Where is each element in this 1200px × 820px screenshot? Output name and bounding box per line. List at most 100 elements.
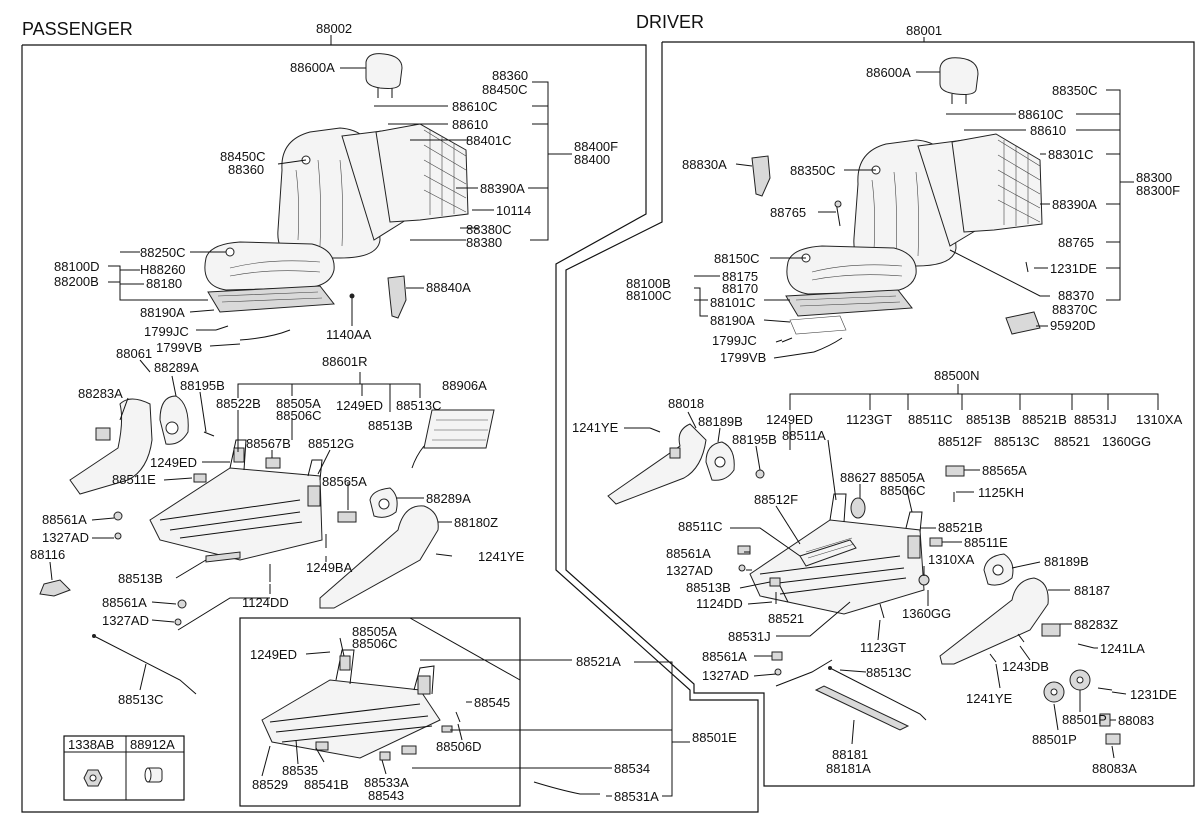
label-d-88521: 88521 (1054, 434, 1090, 449)
label-d-88505A: 88505A (880, 470, 925, 485)
passenger-assembly-number: 88002 (316, 21, 352, 36)
label-d-88600A: 88600A (866, 65, 911, 80)
label-d-88511A: 88511A (782, 428, 826, 443)
label-d-88170: 88170 (722, 281, 758, 296)
label-d-88513C-bottom: 88513C (866, 665, 912, 680)
label-d-88513B-mid: 88513B (686, 580, 731, 595)
label-d-1360GG: 1360GG (1102, 434, 1151, 449)
driver-cap-88083A (1105, 733, 1121, 745)
label-sub-88534: 88534 (614, 761, 650, 776)
label-88200B: 88200B (54, 274, 99, 289)
label-88180: 88180 (146, 276, 182, 291)
label-88561A: 88561A (42, 512, 87, 527)
label-d-88150C: 88150C (714, 251, 760, 266)
label-d-88506C: 88506C (880, 483, 926, 498)
label-d-88531J: 88531J (1074, 412, 1117, 427)
label-1241YE: 1241YE (478, 549, 525, 564)
label-1327AD: 1327AD (42, 530, 89, 545)
label-d-1360GG-mid: 1360GG (902, 606, 951, 621)
label-d-1310XA: 1310XA (1136, 412, 1183, 427)
label-88601R: 88601R (322, 354, 368, 369)
label-d-1327AD: 1327AD (666, 563, 713, 578)
label-d-1249ED: 1249ED (766, 412, 813, 427)
label-88513C: 88513C (118, 692, 164, 707)
label-88289A-right: 88289A (426, 491, 471, 506)
cap-clip-icon (144, 767, 163, 783)
label-d-88390A: 88390A (1052, 197, 1097, 212)
driver-clip-88283Z (1041, 623, 1061, 637)
label-88116: 88116 (30, 547, 65, 562)
label-88400F: 88400F (574, 139, 618, 154)
label-88450C-left: 88450C (220, 149, 266, 164)
label-88513C-top: 88513C (396, 398, 442, 413)
label-88289A-top: 88289A (154, 360, 199, 375)
label-88360: 88360 (492, 68, 528, 83)
driver-frame (565, 41, 1195, 787)
label-d-1231DE: 1231DE (1050, 261, 1097, 276)
label-sub-88501E: 88501E (692, 730, 737, 745)
passenger-buckle (387, 275, 407, 319)
label-88390A: 88390A (480, 181, 525, 196)
label-d-88300F: 88300F (1136, 183, 1180, 198)
label-d-88610C: 88610C (1018, 107, 1064, 122)
label-88561A-bottom: 88561A (102, 595, 147, 610)
driver-rail-cover (814, 685, 910, 731)
label-sub-88531A: 88531A (614, 789, 659, 804)
passenger-headrest (365, 53, 403, 98)
label-d-88189B-mid: 88189B (1044, 554, 1089, 569)
label-d-1799JC: 1799JC (712, 333, 757, 348)
label-d-88083A: 88083A (1092, 761, 1137, 776)
label-d-88501P: 88501P (1032, 732, 1077, 747)
label-d-88521-mid: 88521 (768, 611, 804, 626)
label-1140AA: 1140AA (326, 327, 372, 342)
label-d-88500N: 88500N (934, 368, 980, 383)
label-sub-88505A: 88505A (352, 624, 397, 639)
passenger-seat-frame (149, 439, 323, 561)
label-d-88511C-mid: 88511C (678, 519, 723, 534)
label-1249ED-left: 1249ED (150, 455, 197, 470)
label-88567B: 88567B (246, 436, 291, 451)
passenger-pad-88116 (39, 579, 71, 597)
label-88180Z: 88180Z (454, 515, 498, 530)
label-d-88101C: 88101C (710, 295, 756, 310)
driver-illustrations (607, 57, 1121, 745)
label-d-1327AD-bottom: 1327AD (702, 668, 749, 683)
label-88195B: 88195B (180, 378, 225, 393)
label-d-88283Z: 88283Z (1074, 617, 1118, 632)
passenger-pad-88565A (337, 511, 357, 523)
label-d-88512F-mid: 88512F (754, 492, 798, 507)
label-d-88531J-mid: 88531J (728, 629, 771, 644)
flange-nut-icon (83, 769, 103, 787)
label-d-1123GT: 1123GT (846, 412, 892, 427)
driver-module-95920D (1005, 311, 1041, 335)
label-d-1243DB: 1243DB (1002, 659, 1049, 674)
passenger-sensor-mat (411, 409, 495, 469)
label-d-88100B: 88100B (626, 276, 671, 291)
label-d-1799VB: 1799VB (720, 350, 766, 365)
driver-side-shield (607, 423, 707, 505)
label-88283A: 88283A (78, 386, 123, 401)
label-d-95920D: 95920D (1050, 318, 1096, 333)
label-d-1125KH: 1125KH (978, 485, 1024, 500)
label-d-1241LA: 1241LA (1100, 641, 1145, 656)
driver-leaders (624, 71, 1159, 759)
label-d-1310XA-mid: 1310XA (928, 552, 975, 567)
label-1249ED: 1249ED (336, 398, 383, 413)
label-88840A: 88840A (426, 280, 471, 295)
driver-back-frame (951, 133, 1043, 233)
driver-clip-88511E (929, 537, 943, 547)
passenger-frame (21, 44, 759, 813)
label-d-88190A: 88190A (710, 313, 755, 328)
passenger-back-frame (375, 123, 469, 223)
label-88600A: 88600A (290, 60, 335, 75)
label-1799JC: 1799JC (144, 324, 189, 339)
label-sub-88545: 88545 (474, 695, 510, 710)
label-88513B: 88513B (118, 571, 163, 586)
label-d-88189B: 88189B (698, 414, 743, 429)
driver-motor-88501P (1043, 669, 1091, 703)
label-d-88175: 88175 (722, 269, 758, 284)
passenger-recliner-cover-left (159, 395, 189, 445)
label-d-88513B: 88513B (966, 412, 1011, 427)
label-sub-88521A: 88521A (576, 654, 621, 669)
label-88400: 88400 (574, 152, 610, 167)
